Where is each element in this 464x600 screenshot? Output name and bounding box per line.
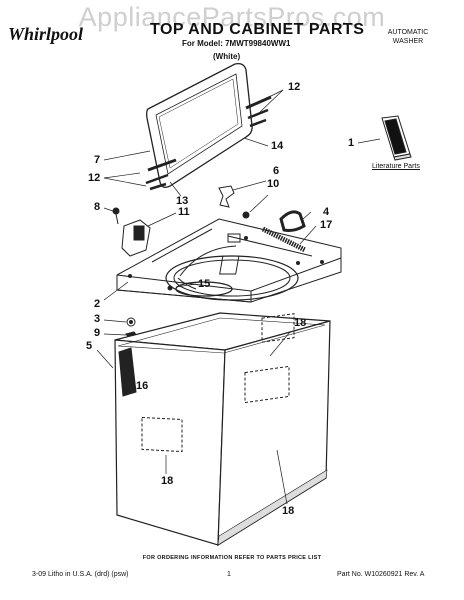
callout-13[interactable]: 13 — [176, 195, 189, 207]
page-number: 1 — [227, 571, 231, 578]
callout-15[interactable]: 15 — [198, 278, 211, 290]
ordering-info: FOR ORDERING INFORMATION REFER TO PARTS … — [142, 555, 322, 561]
callout-12-top[interactable]: 12 — [288, 81, 301, 93]
callout-1[interactable]: 1 — [348, 137, 355, 149]
lid-strike[interactable] — [218, 185, 250, 219]
model-color: (White) — [213, 52, 241, 61]
product-type: AUTOMATIC WASHER — [387, 29, 429, 45]
callout-6[interactable]: 6 — [273, 165, 280, 177]
lid-handle[interactable] — [279, 210, 306, 232]
spring[interactable] — [261, 226, 307, 253]
callout-10[interactable]: 10 — [267, 178, 280, 190]
cabinet[interactable] — [114, 312, 331, 547]
lid[interactable] — [146, 62, 253, 188]
callout-11[interactable]: 11 — [178, 206, 190, 218]
callout-16[interactable]: 16 — [136, 380, 149, 392]
callout-12-left[interactable]: 12 — [88, 172, 101, 184]
literature-booklet[interactable] — [381, 115, 412, 161]
model-number: For Model: 7MWT99840WW1 — [182, 39, 291, 48]
callout-14[interactable]: 14 — [271, 140, 284, 152]
callout-3[interactable]: 3 — [94, 313, 101, 325]
callout-9[interactable]: 9 — [94, 327, 101, 339]
watermark-text: AppliancePartsPros.com — [78, 2, 386, 32]
callout-4[interactable]: 4 — [323, 206, 330, 218]
leader-lines — [96, 89, 381, 505]
callout-18-left[interactable]: 18 — [161, 475, 174, 487]
callout-17[interactable]: 17 — [320, 219, 333, 231]
lid-switch[interactable] — [112, 207, 151, 257]
callout-5[interactable]: 5 — [86, 340, 93, 352]
page-title: TOP AND CABINET PARTS — [150, 21, 365, 38]
litho-info: 3-09 Litho in U.S.A. (drd) (psw) — [32, 571, 129, 578]
callout-7[interactable]: 7 — [94, 154, 101, 166]
part-number: Part No. W10260921 Rev. A — [337, 571, 425, 578]
literature-parts-label: Literature Parts — [372, 163, 420, 170]
brand-logo: Whirlpool — [8, 24, 84, 44]
washer-top[interactable] — [116, 218, 342, 303]
callout-8[interactable]: 8 — [94, 201, 101, 213]
callout-18-right[interactable]: 18 — [282, 505, 295, 517]
lid-hinge-hardware[interactable] — [145, 95, 272, 191]
tub-ring[interactable] — [167, 281, 233, 297]
callout-2[interactable]: 2 — [94, 298, 101, 310]
callout-18-top[interactable]: 18 — [294, 317, 307, 329]
